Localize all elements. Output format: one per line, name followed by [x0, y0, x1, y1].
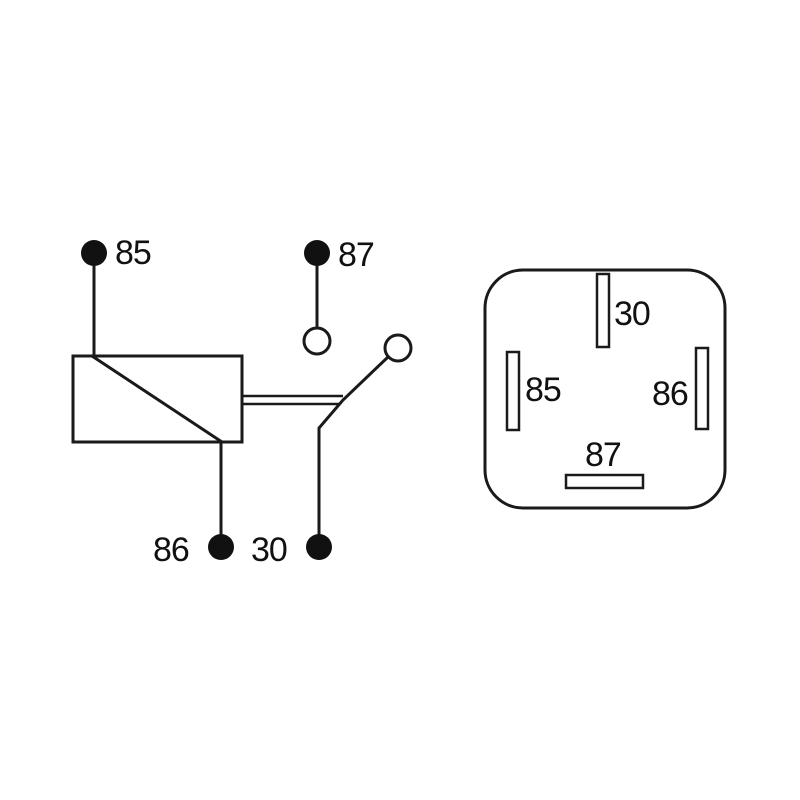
pin-87-label: 87	[585, 436, 621, 474]
pin-30	[595, 272, 611, 349]
pin-86-label: 86	[652, 375, 688, 413]
terminal-86-dot	[208, 534, 234, 560]
terminal-30-label: 30	[251, 531, 287, 569]
switch-arm	[317, 355, 390, 547]
terminal-87-label: 87	[338, 236, 374, 274]
pin-30-label: 30	[614, 295, 650, 333]
pin-85	[505, 350, 521, 432]
contact-87-open	[302, 326, 332, 356]
relay-socket: 30 85 86 87	[483, 268, 727, 510]
terminal-87-dot	[304, 240, 330, 266]
pin-86	[694, 346, 710, 431]
terminal-86-label: 86	[153, 531, 189, 569]
coil-box	[71, 354, 244, 444]
terminal-85-label: 85	[115, 234, 151, 272]
pin-87	[564, 473, 645, 490]
relay-schematic: 85 86 87 30	[71, 234, 413, 569]
coil-diagonal	[90, 354, 224, 444]
terminal-85-dot	[81, 240, 107, 266]
terminal-30-dot	[306, 534, 332, 560]
contact-87a	[383, 333, 413, 363]
socket-outline	[483, 268, 727, 510]
pin-85-label: 85	[525, 371, 561, 409]
